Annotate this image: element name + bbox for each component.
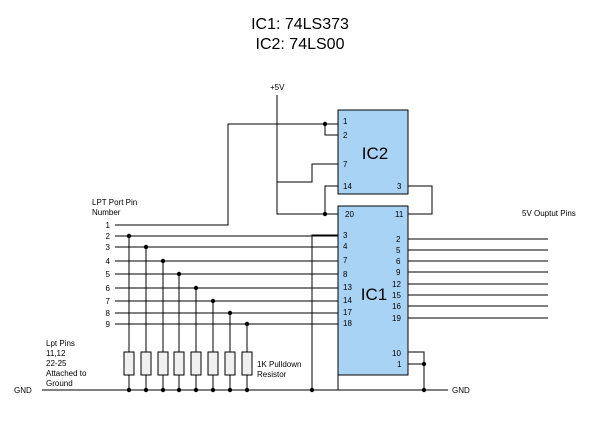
lpt-pin-label: 6 [106,284,111,293]
resistor-8 [241,351,253,376]
ic1-input-pin-label: 8 [343,270,348,279]
ic2-pin-label: 1 [343,117,348,126]
lpt-pin-label: 7 [106,297,111,306]
ic1-input-pin-label: 14 [343,296,352,305]
lpt-pin-label: 5 [106,270,111,279]
resistor-6 [207,351,219,376]
junction-line-5 [176,271,182,277]
junction-gnd-6 [210,387,216,393]
ic1-vcc-pin-label: 20 [345,210,354,219]
lpt-pin-label: 4 [106,257,111,266]
resistor-1 [123,351,135,376]
ic1-oc-pin-label: 1 [397,360,402,369]
outputs-header: 5V Ouptut Pins [522,209,576,218]
ground-note-line: Lpt Pins [46,339,75,348]
junction-gnd-1 [126,387,132,393]
ic2-pin-label: 3 [397,182,402,191]
lpt-pin-label: 3 [106,243,111,252]
junction-gnd-3 [160,387,166,393]
junction-line-6 [193,285,199,291]
lpt-pin-numbers: 1 2 3 4 5 6 7 8 9 [106,221,111,329]
ic1-latch-pin-label: 11 [395,210,404,219]
ground-note: Lpt Pins 11,12 22-25 Attached to Ground [46,339,87,388]
junction-gnd-ic1 [309,387,315,393]
ic2-pin-label: 2 [343,131,348,140]
pulldown-resistors [123,351,253,376]
resistor-label-line1: 1K Pulldown [257,360,301,369]
resistor-7 [224,351,236,376]
lpt-pin-label: 9 [106,320,111,329]
ic1-output-pin-label: 12 [392,280,401,289]
junction-gnd-5 [193,387,199,393]
ic2-pin-numbers: 1 2 7 14 3 [343,117,402,191]
ic1-output-pin-label: 15 [392,291,401,300]
ic1-input-pin-label: 3 [343,231,348,240]
ic1-output-pin-label: 19 [392,314,401,323]
resistor-4 [173,351,185,376]
junction-line-9 [244,321,250,327]
ground-note-line: Attached to [46,369,87,378]
junction-line-7 [210,298,216,304]
ic1-input-pin-label: 17 [343,308,352,317]
gnd-label-left: GND [14,386,32,395]
ic2-to-latch-wire [408,185,433,215]
lpt-pin-label: 1 [106,221,111,230]
wires [42,95,548,391]
ic2-label: IC2 [362,144,388,163]
junction-ic2-pin1 [322,121,328,127]
ic1-pin10-wire [408,351,425,390]
ic1-output-pin-label: 16 [392,302,401,311]
ic1-output-pin-label: 5 [396,246,401,255]
lpt-pin-label: 2 [106,232,111,241]
ic2-pin-label: 14 [343,182,352,191]
lpt-pin-label: 8 [106,309,111,318]
ic1-gnd-pin-label: 10 [392,349,401,358]
title-ic2: IC2: 74LS00 [256,36,345,53]
ground-note-line: 11,12 [46,349,66,358]
ic1-label: IC1 [361,285,387,304]
ic1-input-pin-label: 4 [343,242,348,251]
ic1-output-pin-label: 6 [396,257,401,266]
junction-gnd-7 [227,387,233,393]
resistor-label-line2: Resistor [257,370,287,379]
junction-vcc-pin14 [322,211,328,217]
junction-gnd-4 [176,387,182,393]
lpt-pin1-wire [115,123,338,226]
junction-line-8 [227,310,233,316]
ground-note-line: 22-25 [46,359,67,368]
junctions [126,121,427,393]
ic2-pin1-pin2-tie [324,124,338,136]
ic1-body [337,205,409,376]
junction-line-4 [160,258,166,264]
resistor-5 [190,351,202,376]
ic2-pin-label: 7 [343,160,348,169]
ic1-input-pin-label: 7 [343,256,348,265]
title-ic1: IC1: 74LS373 [251,16,349,33]
junction-ic1-pin1 [421,361,427,367]
ic2-body [337,109,409,195]
ic1-output-pin-label: 2 [396,235,401,244]
junction-line-3 [143,244,149,250]
ic1-input-pin-label: 18 [343,319,352,328]
vcc-to-ic2-pin7-wire [277,163,338,183]
lpt-header-line2: Number [92,208,121,217]
junction-gnd-2 [143,387,149,393]
junction-line-2 [126,233,132,239]
junction-gnd-8 [244,387,250,393]
vcc-label: +5V [270,83,285,92]
ground-note-line: Ground [46,379,73,388]
lpt-header-line1: LPT Port Pin [92,198,137,207]
gnd-label-right: GND [452,386,470,395]
ic2-pin14-wire [324,185,338,214]
resistor-3 [157,351,169,376]
resistor-2 [140,351,152,376]
ic1-output-pin-label: 9 [396,268,401,277]
ic1-pin-numbers: 20 11 3 4 7 8 13 14 17 18 2 5 6 9 12 15 … [343,210,404,369]
vcc-wire [276,95,338,215]
junction-gnd-right [421,387,427,393]
ic1-input-pin-label: 13 [343,283,352,292]
